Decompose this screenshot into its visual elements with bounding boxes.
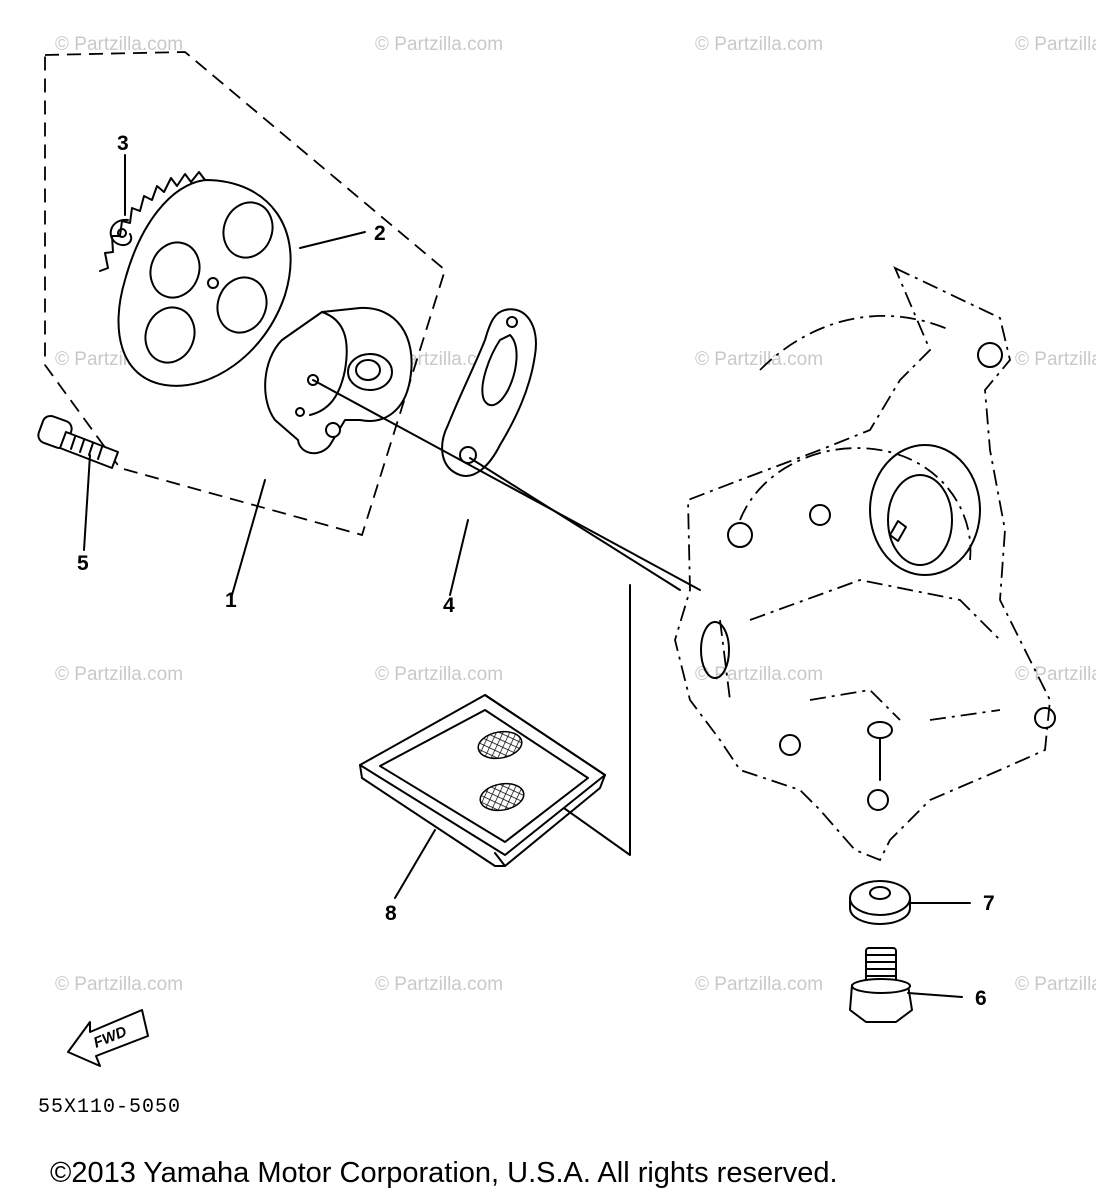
watermark: © Partzilla.com [1015, 34, 1096, 55]
copyright-notice: ©2013 Yamaha Motor Corporation, U.S.A. A… [50, 1157, 838, 1189]
drain-bolt [849, 947, 913, 1023]
pump-gear [99, 171, 292, 387]
callout-4: 4 [443, 594, 455, 617]
watermark: © Partzilla.com [695, 974, 823, 995]
circlip [109, 218, 133, 246]
callout-1: 1 [225, 589, 237, 612]
watermark: © Partzilla.com [375, 974, 503, 995]
diagram-code: 55X110-5050 [38, 1096, 181, 1119]
fwd-arrow-icon: FWD [67, 1009, 149, 1067]
callout-2: 2 [374, 222, 386, 245]
watermark: © Partzilla.com [695, 349, 823, 370]
callout-8: 8 [385, 902, 397, 925]
leader-lines [83, 154, 971, 998]
crankcase [674, 266, 1056, 862]
drain-washer [849, 880, 911, 925]
watermark: © Partzilla.com [695, 664, 823, 685]
watermark: © Partzilla.com [55, 664, 183, 685]
watermark: © Partzilla.com [695, 34, 823, 55]
alignment-line [469, 457, 681, 591]
pump-gasket [441, 308, 537, 477]
watermark: © Partzilla.com [55, 34, 183, 55]
assembly-boundary [44, 51, 447, 537]
alignment-line [312, 379, 701, 591]
watermark: © Partzilla.com [375, 664, 503, 685]
watermark: © Partzilla.com [55, 974, 183, 995]
watermark: © Partzilla.com [1015, 974, 1096, 995]
watermark: © Partzilla.com [375, 34, 503, 55]
watermark: © Partzilla.com [1015, 664, 1096, 685]
callout-6: 6 [975, 987, 987, 1010]
pump-body [264, 306, 413, 455]
watermark-group: © Partzilla.com © Partzilla.com © Partzi… [55, 34, 1096, 995]
pump-bolt [37, 414, 119, 469]
watermark: © Partzilla.com [1015, 349, 1096, 370]
callout-5: 5 [77, 552, 89, 575]
callout-3: 3 [117, 132, 129, 155]
oil-strainer [359, 694, 606, 867]
callout-7: 7 [983, 892, 995, 915]
